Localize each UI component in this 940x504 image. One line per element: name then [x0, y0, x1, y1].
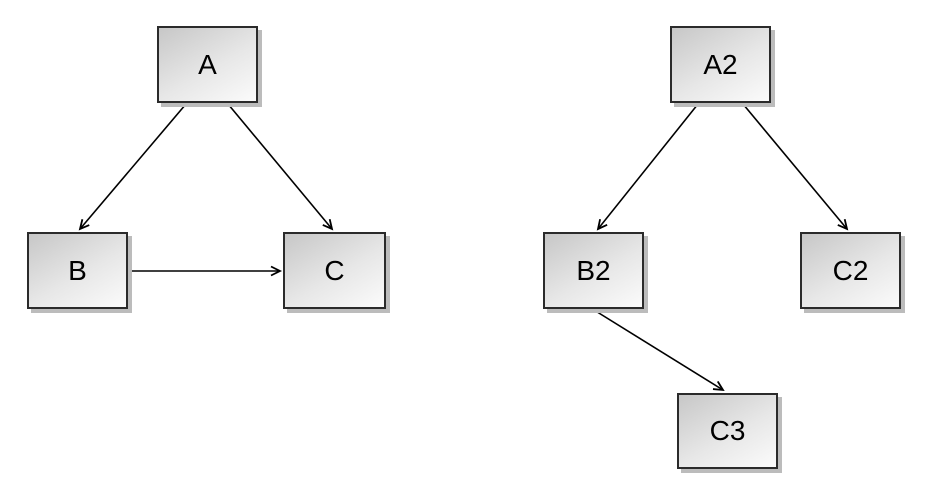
node-b-label: B: [68, 254, 87, 286]
node-c[interactable]: C: [283, 232, 386, 309]
node-c2-label: C2: [832, 254, 869, 286]
edge-a2-c2[interactable]: [742, 103, 849, 231]
edge-a-b[interactable]: [78, 103, 187, 231]
node-b2-label: B2: [576, 254, 611, 286]
edge-a2-b2[interactable]: [596, 103, 699, 231]
node-b[interactable]: B: [27, 232, 128, 309]
node-a2-label: A2: [703, 48, 738, 80]
node-c3[interactable]: C3: [677, 393, 778, 469]
node-c-label: C: [324, 254, 345, 286]
edge-b2-c3[interactable]: [593, 309, 725, 392]
node-c3-label: C3: [709, 415, 746, 446]
node-c2[interactable]: C2: [800, 232, 901, 309]
node-a[interactable]: A: [157, 26, 258, 103]
node-b2[interactable]: B2: [543, 232, 644, 309]
node-a2[interactable]: A2: [670, 26, 771, 103]
edge-a-c[interactable]: [227, 103, 334, 231]
node-a-label: A: [198, 48, 217, 80]
